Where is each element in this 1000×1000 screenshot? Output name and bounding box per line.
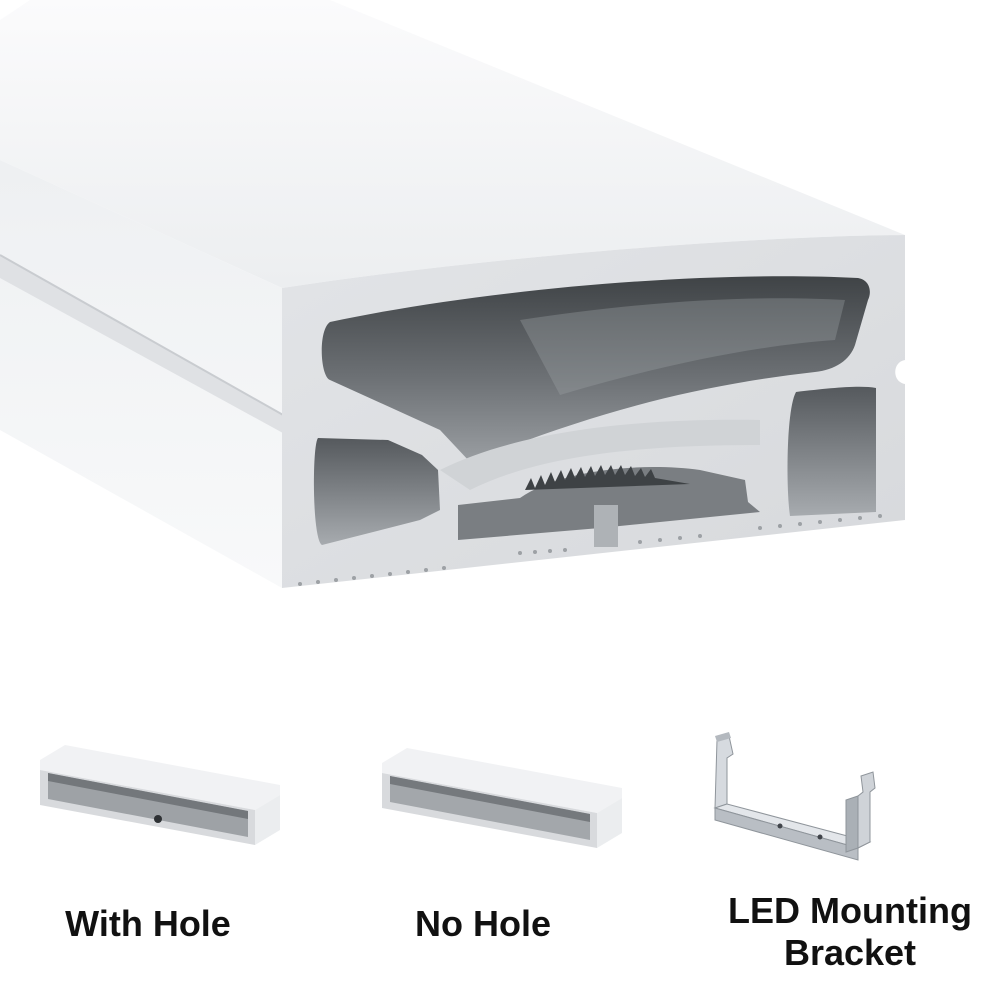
caption-bracket-line1: LED Mounting	[728, 890, 972, 931]
bracket-screw-hole	[817, 834, 823, 840]
profile-side-groove	[0, 255, 292, 438]
bracket-screw-hole	[777, 823, 783, 829]
end-cap-no-hole-image	[382, 748, 622, 848]
mounting-bracket-image	[713, 732, 876, 861]
caption-led-mounting-bracket: LED Mounting Bracket	[710, 890, 990, 975]
profile-upper-cavity	[321, 276, 870, 462]
profile-top-surface	[0, 0, 905, 288]
caption-no-hole: No Hole	[414, 903, 551, 944]
led-slot-teeth	[525, 465, 690, 490]
end-cap-hole	[154, 815, 162, 823]
end-cap-with-hole-image	[40, 745, 280, 845]
caption-bracket-line2: Bracket	[783, 932, 917, 974]
caption-with-hole: With Hole	[65, 903, 231, 944]
profile-side-surface	[0, 160, 282, 588]
silicone-profile-illustration	[0, 0, 905, 588]
led-slot	[458, 467, 760, 540]
profile-lower-right-cavity	[787, 386, 876, 516]
profile-lower-left-cavity	[313, 438, 440, 545]
profile-center-rib	[594, 505, 618, 547]
profile-arch	[440, 419, 760, 490]
profile-bottom-serration	[298, 514, 882, 586]
